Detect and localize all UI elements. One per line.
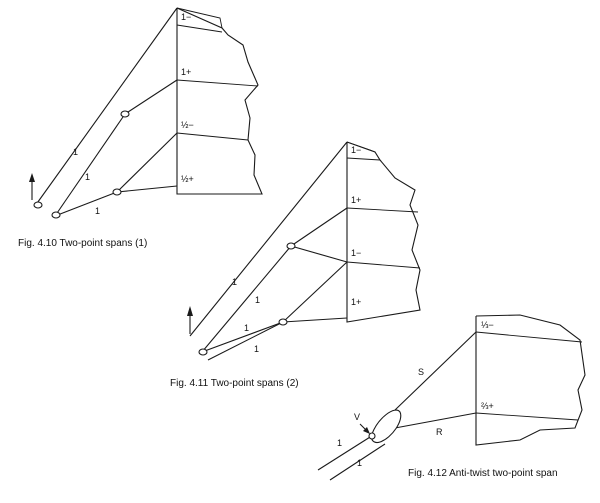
fig11-line-c-lower: [282, 317, 348, 323]
fig10-ring-upper: [120, 110, 130, 118]
fig11-cloth-label-4: 1+: [351, 297, 361, 307]
fig11-line-b-upper: [290, 207, 348, 247]
fig10-cloth-label-3: ½−: [181, 120, 194, 130]
fig10-ring-lower: [112, 188, 122, 196]
fig11-ring-upper: [286, 242, 296, 250]
fig11-arrow-head: [187, 306, 193, 316]
fig11-line-label-1: 1: [232, 277, 237, 287]
fig10-line-b: [54, 113, 126, 217]
fig10-cloth-outline: [176, 7, 263, 195]
fig10-arrow-head: [29, 173, 35, 182]
fig12-line-s: [394, 331, 477, 411]
fig10-cloth-division-1: [176, 24, 223, 33]
fig10-line-a: [34, 7, 178, 207]
fig11-line-label-4: 1: [254, 344, 259, 354]
fig11-ring-lower: [278, 318, 288, 326]
figure-4-10: 1− 1+ ½− ½+ 1 1 1 Fig. 4.10 Two-point sp…: [18, 7, 263, 249]
fig11-cloth-division-2: [346, 207, 419, 213]
fig11-line-label-2: 1: [255, 295, 260, 305]
fig10-cloth-division-3: [176, 132, 249, 141]
fig11-cloth-label-2: 1+: [351, 195, 361, 205]
fig12-cloth-label-1: ⅓−: [481, 320, 494, 330]
fig12-pivot-label: V: [354, 412, 360, 422]
fig12-line-r: [394, 412, 477, 429]
fig10-line-b-upper: [124, 79, 178, 115]
fig10-caption: Fig. 4.10 Two-point spans (1): [18, 238, 147, 249]
fig10-line-c-lower: [116, 185, 178, 193]
fig12-v-arrow-head: [363, 427, 370, 434]
fig12-cloth-outline: [475, 314, 586, 446]
fig12-line-ground-a: [317, 431, 379, 471]
fig11-line-label-3: 1: [244, 323, 249, 333]
fig10-anchor-a: [33, 201, 43, 209]
fig10-anchor-b: [51, 211, 61, 219]
figure-4-12: ⅓− ⅔+ S R 1 1 V Fig. 4.12 Anti-twist two…: [317, 314, 586, 481]
fig12-line-label-s: S: [418, 367, 424, 377]
fig11-line-d: [207, 321, 284, 361]
fig11-line-c: [201, 321, 284, 353]
fig10-cloth-label-1: 1−: [181, 12, 191, 22]
fig12-line-ground-b: [329, 443, 386, 481]
fig10-line-label-2: 1: [85, 172, 90, 182]
fig10-line-label-3: 1: [95, 206, 100, 216]
fig10-cloth-label-2: 1+: [181, 67, 191, 77]
fig12-cloth-division-1: [475, 331, 583, 343]
fig12-line-label-1b: 1: [357, 458, 362, 468]
fig12-caption: Fig. 4.12 Anti-twist two-point span: [408, 468, 558, 479]
fig11-cloth-label-3: 1−: [351, 248, 361, 258]
fig12-cloth-label-2: ⅔+: [481, 401, 494, 411]
fig10-cloth-label-4: ½+: [181, 174, 194, 184]
fig11-cloth-label-1: 1−: [351, 145, 361, 155]
fig11-line-b: [201, 245, 292, 353]
fig11-cloth-division-1: [346, 157, 381, 161]
fig12-bridle-loop: [370, 409, 402, 444]
fig12-cloth-division-2: [475, 412, 579, 421]
fig11-cloth-top-edge: [346, 141, 376, 153]
fig10-line-c-upper: [116, 132, 178, 193]
fig10-cloth-top-edge: [176, 7, 223, 29]
fig11-cloth-outline: [346, 141, 421, 323]
fig11-line-c-upper: [282, 261, 348, 323]
fig11-caption: Fig. 4.11 Two-point spans (2): [170, 378, 299, 389]
fig11-cloth-division-3: [346, 261, 421, 269]
fig12-pivot-ring: [368, 432, 376, 440]
fig12-line-label-r: R: [436, 427, 443, 437]
fig10-cloth-division-2: [176, 79, 259, 87]
fig11-line-a: [189, 141, 348, 337]
fig11-line-b-lower: [290, 245, 348, 263]
fig10-line-label-1: 1: [73, 147, 78, 157]
fig10-line-c: [54, 191, 118, 217]
figure-4-11: 1− 1+ 1− 1+ 1 1 1 1 Fig. 4.11 Two-point …: [170, 141, 421, 389]
fig11-anchor-a: [198, 348, 208, 356]
fig12-line-label-1a: 1: [337, 438, 342, 448]
